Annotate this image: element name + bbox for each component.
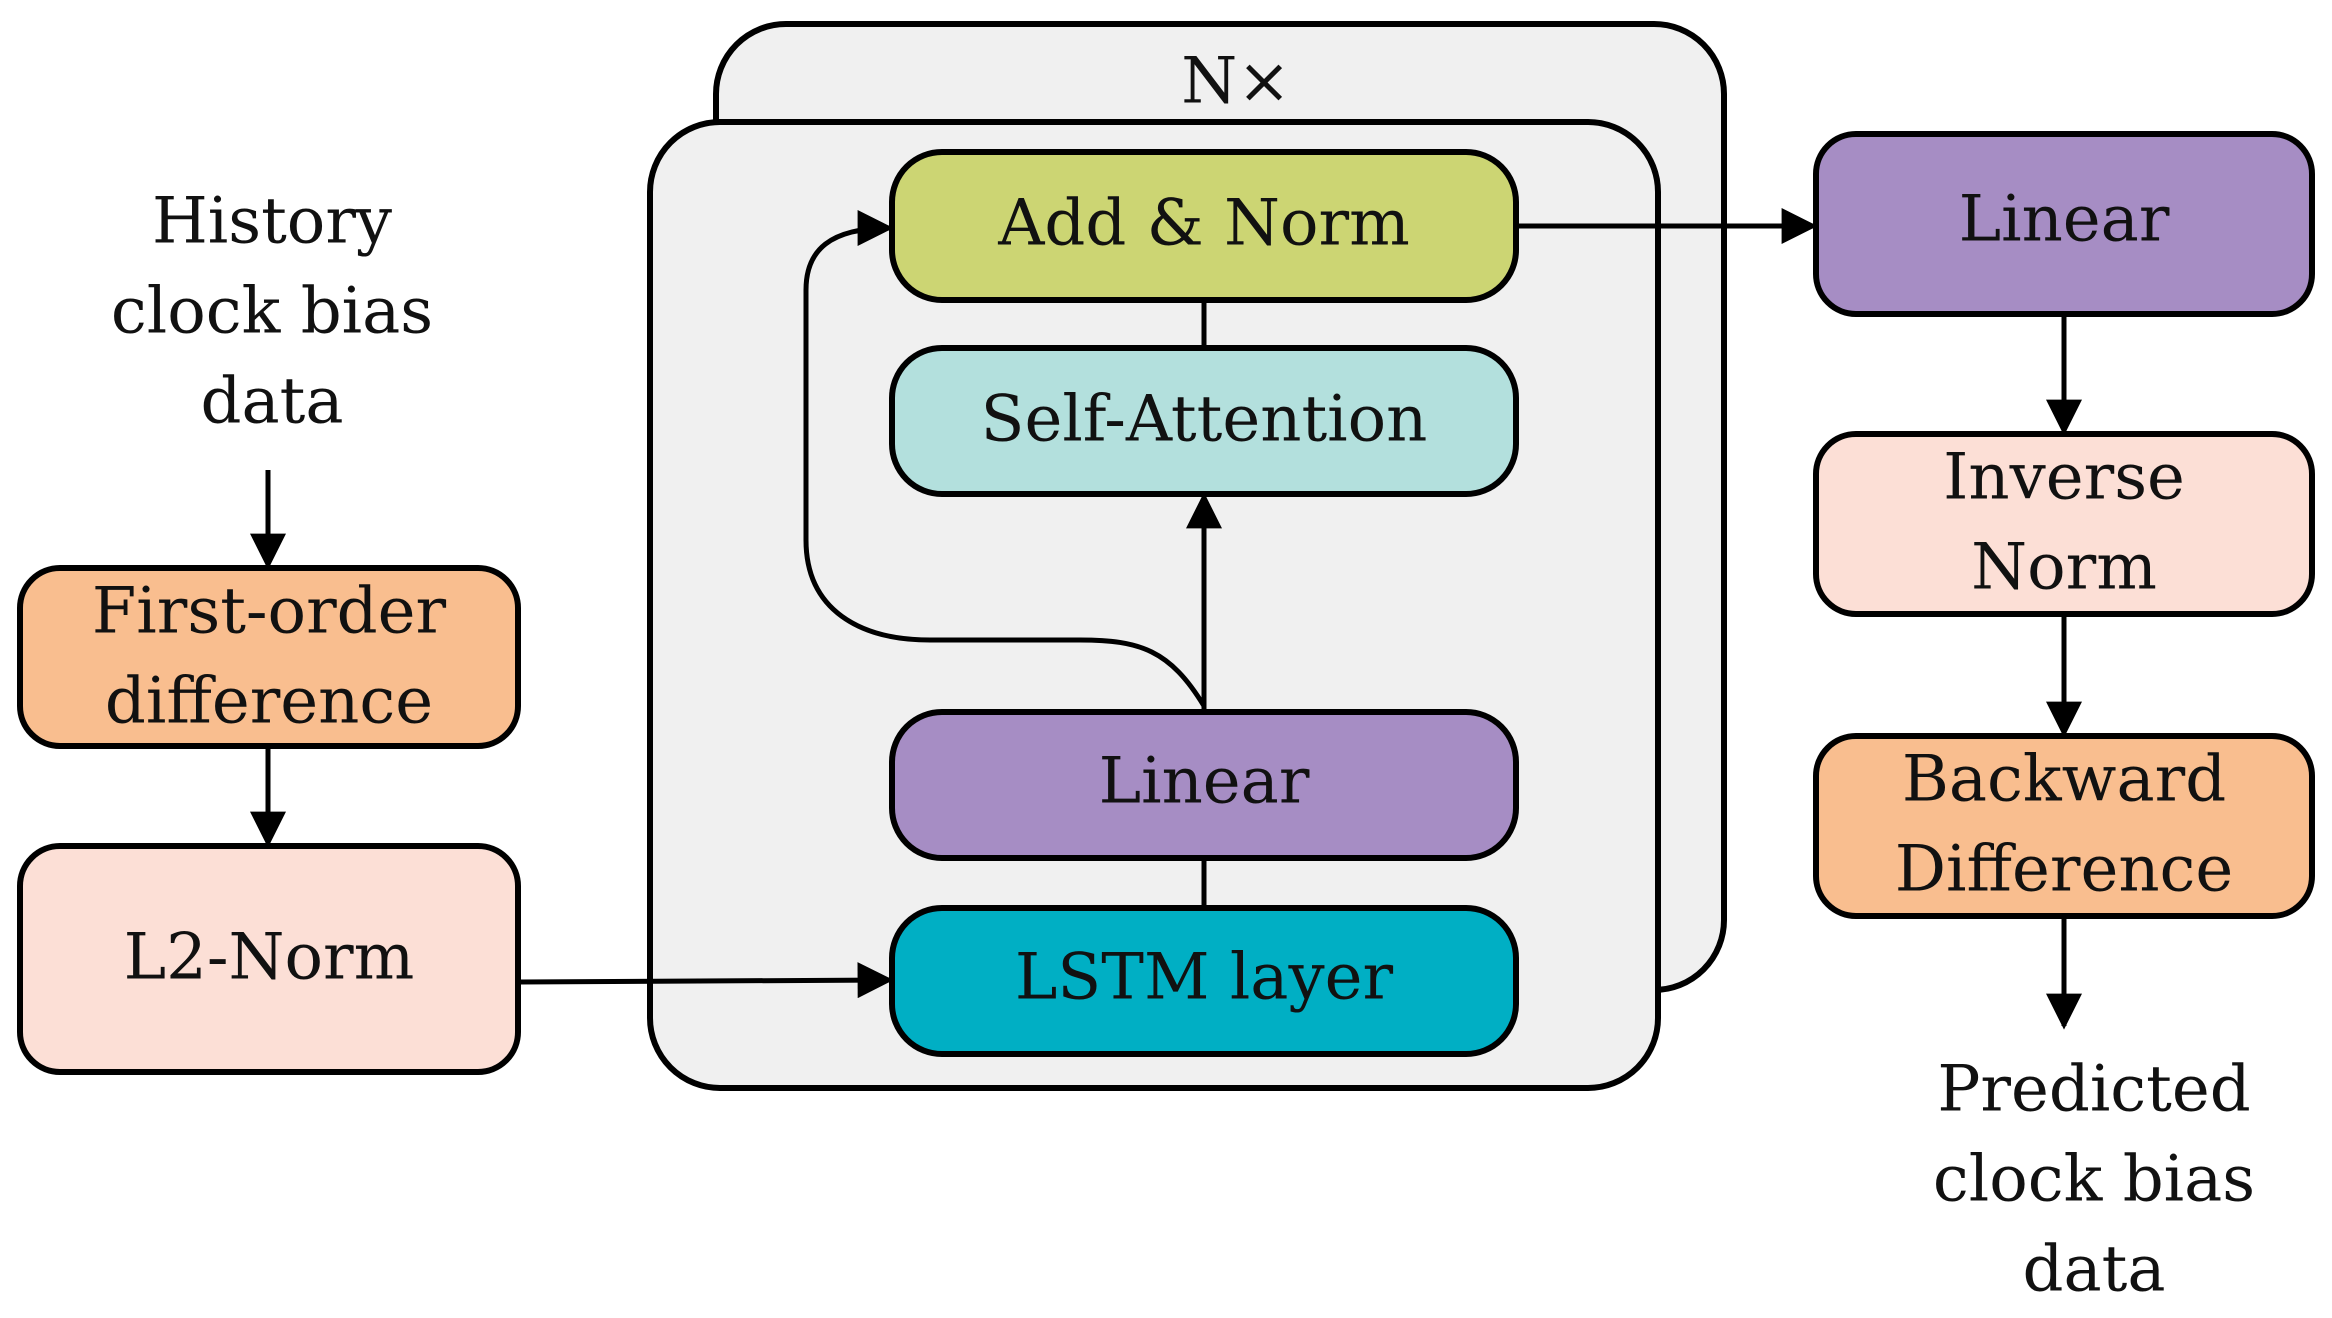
input-label-line2: clock bias <box>111 275 433 349</box>
backward-diff-line1: Backward <box>1902 743 2226 817</box>
repeat-label: N× <box>1181 45 1291 119</box>
l2-norm-label: L2-Norm <box>124 921 415 995</box>
inverse-norm-line2: Norm <box>1971 531 2157 605</box>
backward-diff-line2: Difference <box>1895 833 2234 907</box>
output-label: Predicted clock bias data <box>1933 1053 2255 1307</box>
output-label-line3: data <box>2023 1233 2166 1307</box>
self-attention-label: Self-Attention <box>981 383 1428 457</box>
arrow-residual-connection <box>803 210 1207 708</box>
first-order-line2: difference <box>105 665 433 739</box>
arrow-l2-to-lstm <box>519 962 894 999</box>
input-label: History clock bias data <box>111 185 433 439</box>
linear-output-label: Linear <box>1959 183 2170 257</box>
output-label-line1: Predicted <box>1937 1053 2250 1127</box>
input-label-line3: data <box>201 365 344 439</box>
lstm-layer-label: LSTM layer <box>1015 941 1394 1015</box>
linear-inner-label: Linear <box>1099 745 1310 819</box>
inverse-norm-line1: Inverse <box>1943 441 2185 515</box>
first-order-line1: First-order <box>92 575 447 649</box>
output-label-line2: clock bias <box>1933 1143 2255 1217</box>
input-label-line1: History <box>152 185 392 259</box>
add-norm-label: Add & Norm <box>997 187 1410 261</box>
